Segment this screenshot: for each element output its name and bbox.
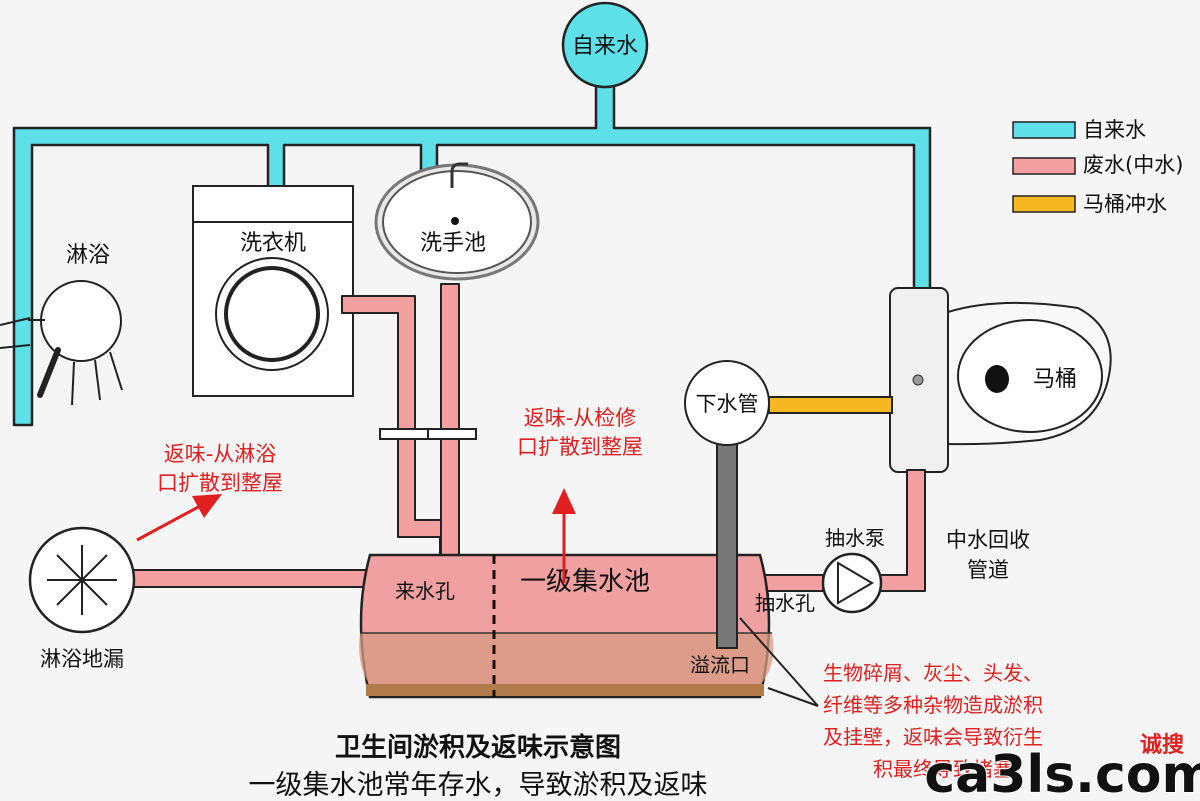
odor-shower-note-1: 返味-从淋浴 xyxy=(164,442,277,466)
collection-tank: 一级集水池 来水孔 抽水孔 溢流口 xyxy=(359,553,815,699)
toilet-label: 马桶 xyxy=(1033,367,1077,392)
floor-drain: 淋浴地漏 xyxy=(28,526,136,671)
legend-item-waste: 废水(中水) xyxy=(1012,153,1183,177)
downpipe-label: 下水管 xyxy=(696,392,759,416)
legend-item-tap: 自来水 xyxy=(1012,118,1146,142)
floor-drain-label: 淋浴地漏 xyxy=(40,647,124,671)
pump-label: 抽水泵 xyxy=(825,526,885,550)
sediment-pointers xyxy=(739,617,819,707)
pump: 抽水泵 中水回收 管道 xyxy=(821,526,1030,614)
odor-inspection-note-1: 返味-从检修 xyxy=(524,406,637,430)
tank-outlet-label: 抽水孔 xyxy=(755,591,815,615)
caption-title: 卫生间淤积及返味示意图 xyxy=(335,732,621,763)
wash-basin-label: 洗手池 xyxy=(420,231,486,256)
watermark-text: ca3ls.com xyxy=(924,745,1200,797)
sediment-note-1: 生物碎屑、灰尘、头发、 xyxy=(823,661,1043,685)
wash-basin: 洗手池 xyxy=(374,162,540,281)
legend: 自来水 废水(中水) 马桶冲水 xyxy=(1012,118,1183,216)
caption-subtitle: 一级集水池常年存水，导致淤积及返味 xyxy=(249,770,708,797)
pump-icon xyxy=(837,561,874,605)
watermark-logo: ca3ls.com 诚搜 xyxy=(923,733,1200,801)
tap-water-source: 自来水 xyxy=(561,1,649,89)
washing-machine-label: 洗衣机 xyxy=(240,231,306,256)
arrow-up-right-icon xyxy=(192,494,222,518)
tank-overflow-label: 溢流口 xyxy=(690,653,750,677)
legend-label-waste: 废水(中水) xyxy=(1083,153,1183,177)
toilet: 马桶 xyxy=(889,287,1112,473)
basin-drain-pipe xyxy=(440,283,460,562)
legend-label-flush: 马桶冲水 xyxy=(1083,192,1167,216)
shower: 淋浴 xyxy=(0,243,123,406)
tap-water-source-label: 自来水 xyxy=(572,34,638,59)
flush-pipe xyxy=(768,396,893,414)
faucet-icon xyxy=(450,162,468,188)
sludge-layer xyxy=(366,684,764,696)
odor-inspection-note-2: 口扩散到整屋 xyxy=(517,435,643,459)
downpipe: 下水管 xyxy=(684,360,893,649)
odor-shower-note-2: 口扩散到整屋 xyxy=(157,471,283,495)
recycle-pipe-label-2: 管道 xyxy=(967,558,1009,582)
legend-label-tap: 自来水 xyxy=(1083,118,1146,142)
shower-hose xyxy=(37,347,61,398)
sediment-note-4: 积最终导致堵塞 xyxy=(873,757,1013,781)
tank-inlet-label: 来水孔 xyxy=(395,579,455,603)
odor-arrows xyxy=(136,488,576,583)
sediment-note: 生物碎屑、灰尘、头发、 纤维等多种杂物造成淤积 及挂壁，返味会导致衍生 积最终导… xyxy=(823,661,1043,781)
tank-title: 一级集水池 xyxy=(520,567,650,597)
recycle-pipe-label-1: 中水回收 xyxy=(946,528,1030,552)
arrow-up-icon xyxy=(552,488,576,514)
sediment-note-2: 纤维等多种杂物造成淤积 xyxy=(823,693,1043,717)
watermark-tag: 诚搜 xyxy=(1140,733,1185,758)
washing-machine: 洗衣机 xyxy=(192,185,354,397)
floor-drain-pipe xyxy=(132,569,384,588)
pipe-clamps xyxy=(379,428,477,440)
shower-label: 淋浴 xyxy=(66,243,110,268)
legend-item-flush: 马桶冲水 xyxy=(1012,192,1167,216)
sediment-note-3: 及挂壁，返味会导致衍生 xyxy=(823,725,1043,749)
